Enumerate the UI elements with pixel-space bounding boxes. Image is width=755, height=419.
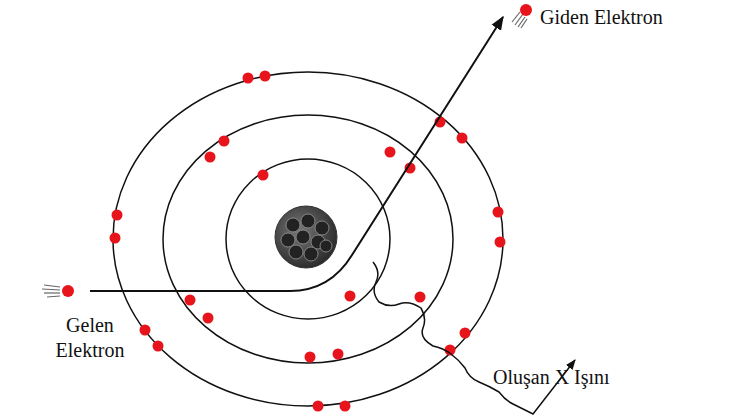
incoming-electron [42, 285, 74, 297]
electron-dot [345, 291, 356, 302]
electron-dot [205, 152, 216, 163]
outer-shell [113, 72, 503, 406]
nucleus [275, 206, 337, 268]
shell-electrons [110, 71, 506, 412]
electron-dot [495, 237, 506, 248]
electron-path [90, 17, 503, 291]
outgoing-electron-label: Giden Elektron [540, 5, 663, 30]
electron-shells [113, 72, 503, 406]
electron-dot [219, 136, 230, 147]
electron-dot [385, 147, 396, 158]
electron-dot [140, 325, 151, 336]
inner-shell [226, 159, 390, 319]
middle-shell [163, 115, 453, 363]
electron-dot [340, 401, 351, 412]
electron-dot [203, 313, 214, 324]
incoming-electron-label: Gelen Elektron [40, 313, 140, 363]
electron-dot [112, 210, 123, 221]
electron-dot [243, 73, 254, 84]
electron-dot [333, 349, 344, 360]
electron-dot [457, 133, 468, 144]
electron-dot [258, 170, 269, 181]
electron-dot [110, 233, 121, 244]
electron-dot [185, 295, 196, 306]
x-ray-wave [373, 262, 575, 414]
electron-dot [260, 71, 271, 82]
electron-dot [153, 341, 164, 352]
electron-dot [313, 401, 324, 412]
electron-dot [493, 207, 504, 218]
electron-dot [460, 328, 471, 339]
electron-dot [415, 292, 426, 303]
x-ray-label: Oluşan X Işını [493, 365, 610, 390]
electron-dot [305, 352, 316, 363]
outgoing-electron [512, 4, 532, 28]
